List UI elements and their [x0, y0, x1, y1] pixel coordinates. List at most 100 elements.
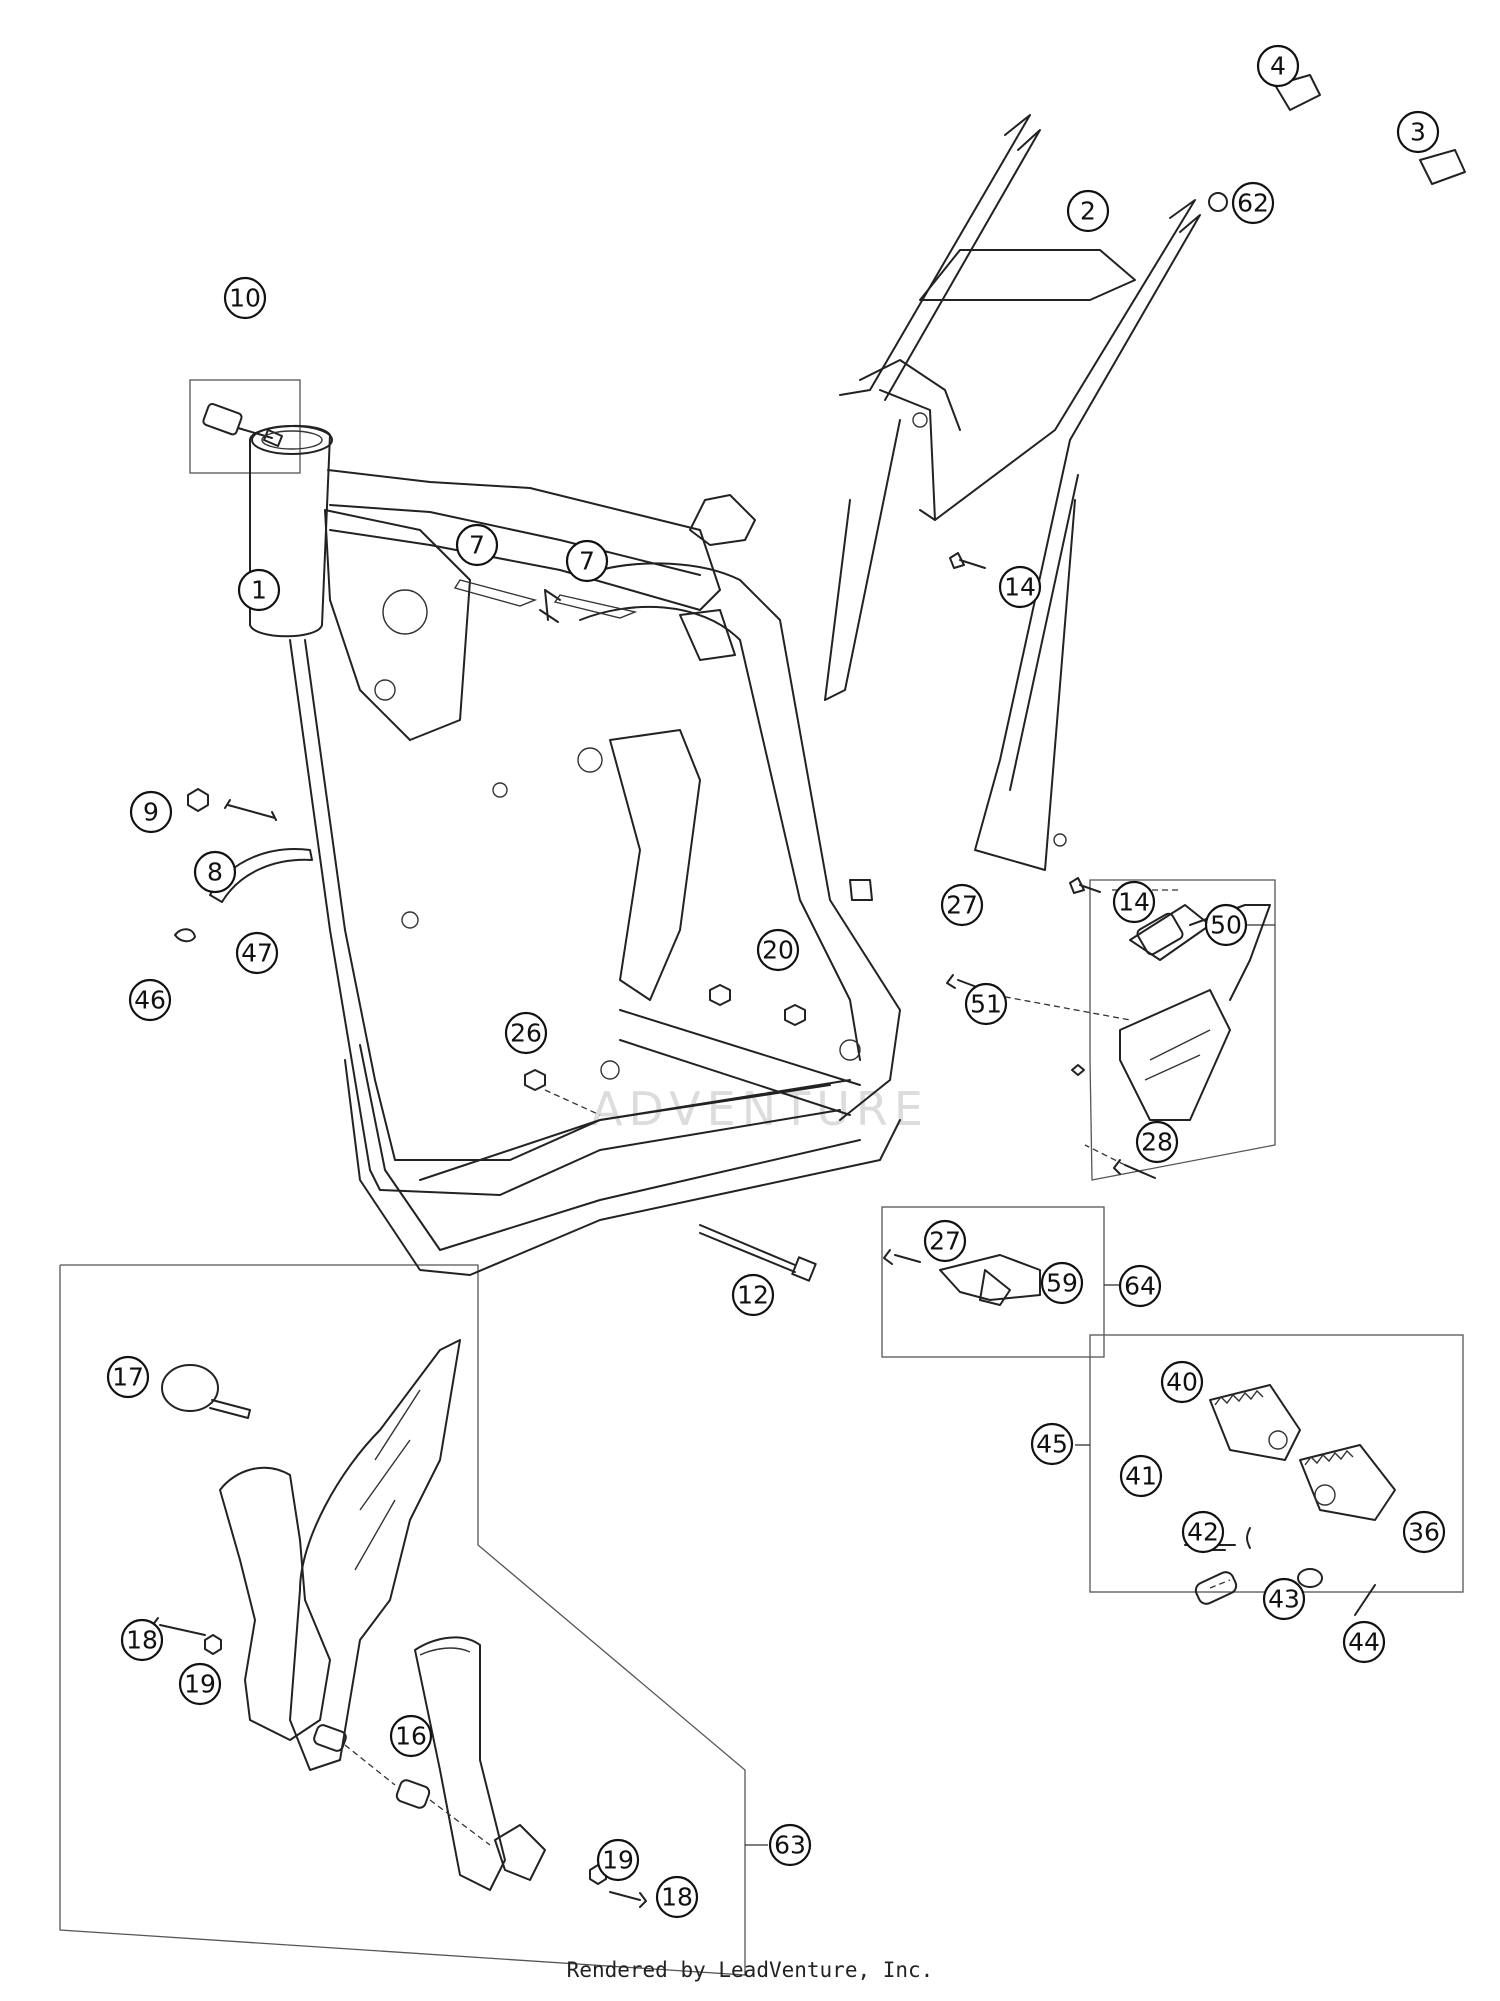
- callout-27a: 27: [940, 883, 984, 927]
- clip-part46: [174, 928, 196, 943]
- bolt-part8: [224, 799, 277, 821]
- bolt-part12: [699, 1224, 817, 1282]
- callout-18a-label: 18: [126, 1626, 158, 1655]
- callout-12: 12: [731, 1273, 775, 1317]
- watermark-text: ADVENTURE: [591, 1082, 929, 1136]
- callout-14b: 14: [1112, 880, 1156, 924]
- callout-41: 41: [1119, 1454, 1163, 1498]
- callout-42: 42: [1181, 1510, 1225, 1554]
- callout-59-label: 59: [1046, 1269, 1078, 1298]
- callout-18a: 18: [120, 1618, 164, 1662]
- callout-7b-label: 7: [579, 547, 595, 576]
- callout-17-label: 17: [112, 1363, 144, 1392]
- callout-18b: 18: [655, 1875, 699, 1919]
- callout-12-label: 12: [737, 1281, 769, 1310]
- nut-part9: [187, 788, 209, 812]
- callout-45-label: 45: [1036, 1430, 1068, 1459]
- callout-51-label: 51: [970, 990, 1002, 1019]
- callout-41-label: 41: [1125, 1462, 1157, 1491]
- callout-62: 62: [1231, 181, 1275, 225]
- callout-63-label: 63: [774, 1831, 806, 1860]
- nut-part20-b: [784, 1004, 806, 1026]
- callout-27b-label: 27: [929, 1227, 961, 1256]
- callout-18b-label: 18: [661, 1883, 693, 1912]
- callout-43-label: 43: [1268, 1585, 1300, 1614]
- subframe: [824, 114, 1201, 871]
- callout-43: 43: [1262, 1577, 1306, 1621]
- film-part7-left: [453, 579, 538, 607]
- callout-1: 1: [237, 568, 281, 612]
- callout-63: 63: [768, 1823, 812, 1867]
- plug-part4: [1274, 74, 1321, 111]
- callout-44-label: 44: [1348, 1628, 1380, 1657]
- callout-26-label: 26: [510, 1019, 542, 1048]
- callout-2: 2: [1066, 189, 1110, 233]
- part63-group-box: [59, 1264, 746, 1976]
- callout-19b-label: 19: [602, 1846, 634, 1875]
- frame-protectors: [151, 1339, 647, 1908]
- footer-credit: Rendered by LeadVenture, Inc.: [566, 1958, 934, 1982]
- callout-16: 16: [389, 1714, 433, 1758]
- callout-7a: 7: [455, 523, 499, 567]
- chain-guide-part59: [883, 1249, 1041, 1306]
- callout-50-label: 50: [1210, 911, 1242, 940]
- callout-8-label: 8: [207, 858, 223, 887]
- callout-46-label: 46: [134, 986, 166, 1015]
- callout-19b: 19: [596, 1838, 640, 1882]
- callout-1-label: 1: [251, 576, 267, 605]
- callout-50: 50: [1204, 903, 1248, 947]
- callout-4: 4: [1256, 44, 1300, 88]
- part64-group-box: [881, 1206, 1105, 1358]
- callout-7b: 7: [565, 539, 609, 583]
- callout-26: 26: [504, 1011, 548, 1055]
- callout-10-label: 10: [229, 284, 261, 313]
- callout-28-label: 28: [1141, 1128, 1173, 1157]
- callout-20: 20: [756, 928, 800, 972]
- nut-part62: [1208, 192, 1228, 212]
- part50-group-box: [1089, 879, 1276, 1181]
- callout-36-label: 36: [1408, 1518, 1440, 1547]
- callout-28: 28: [1135, 1120, 1179, 1164]
- callout-36: 36: [1402, 1510, 1446, 1554]
- callout-62-label: 62: [1237, 189, 1269, 218]
- callout-9-label: 9: [143, 798, 159, 827]
- bolt-part14-lower: [1069, 877, 1101, 894]
- callout-19a-label: 19: [184, 1670, 216, 1699]
- callout-14a-label: 14: [1004, 573, 1036, 602]
- cable-tie-part17: [161, 1364, 251, 1419]
- film-part7-right: [553, 594, 638, 619]
- callout-8: 8: [193, 850, 237, 894]
- pin-part10: [202, 402, 283, 447]
- callout-3-label: 3: [1410, 118, 1426, 147]
- callout-40: 40: [1160, 1360, 1204, 1404]
- pedal-part50: [946, 904, 1271, 1179]
- callout-16-label: 16: [395, 1722, 427, 1751]
- callout-44: 44: [1342, 1620, 1386, 1664]
- callout-17: 17: [106, 1355, 150, 1399]
- bolt-part14-upper: [949, 552, 986, 569]
- callout-19a: 19: [178, 1662, 222, 1706]
- callout-47: 47: [235, 931, 279, 975]
- nut-part20-a: [709, 984, 731, 1006]
- callout-45: 45: [1030, 1422, 1074, 1466]
- callout-3: 3: [1396, 110, 1440, 154]
- plug-part3: [1419, 149, 1466, 185]
- callout-40-label: 40: [1166, 1368, 1198, 1397]
- callout-10: 10: [223, 276, 267, 320]
- main-frame: [249, 425, 901, 1276]
- callout-59: 59: [1040, 1261, 1084, 1305]
- callout-42-label: 42: [1187, 1518, 1219, 1547]
- callout-7a-label: 7: [469, 531, 485, 560]
- callout-46: 46: [128, 978, 172, 1022]
- callout-47-label: 47: [241, 939, 273, 968]
- callout-27b: 27: [923, 1219, 967, 1263]
- callout-51: 51: [964, 982, 1008, 1026]
- callout-27a-label: 27: [946, 891, 978, 920]
- nut-part26: [524, 1069, 546, 1091]
- callout-14a: 14: [998, 565, 1042, 609]
- callout-9: 9: [129, 790, 173, 834]
- callout-2-label: 2: [1080, 197, 1096, 226]
- callout-64: 64: [1118, 1264, 1162, 1308]
- callout-64-label: 64: [1124, 1272, 1156, 1301]
